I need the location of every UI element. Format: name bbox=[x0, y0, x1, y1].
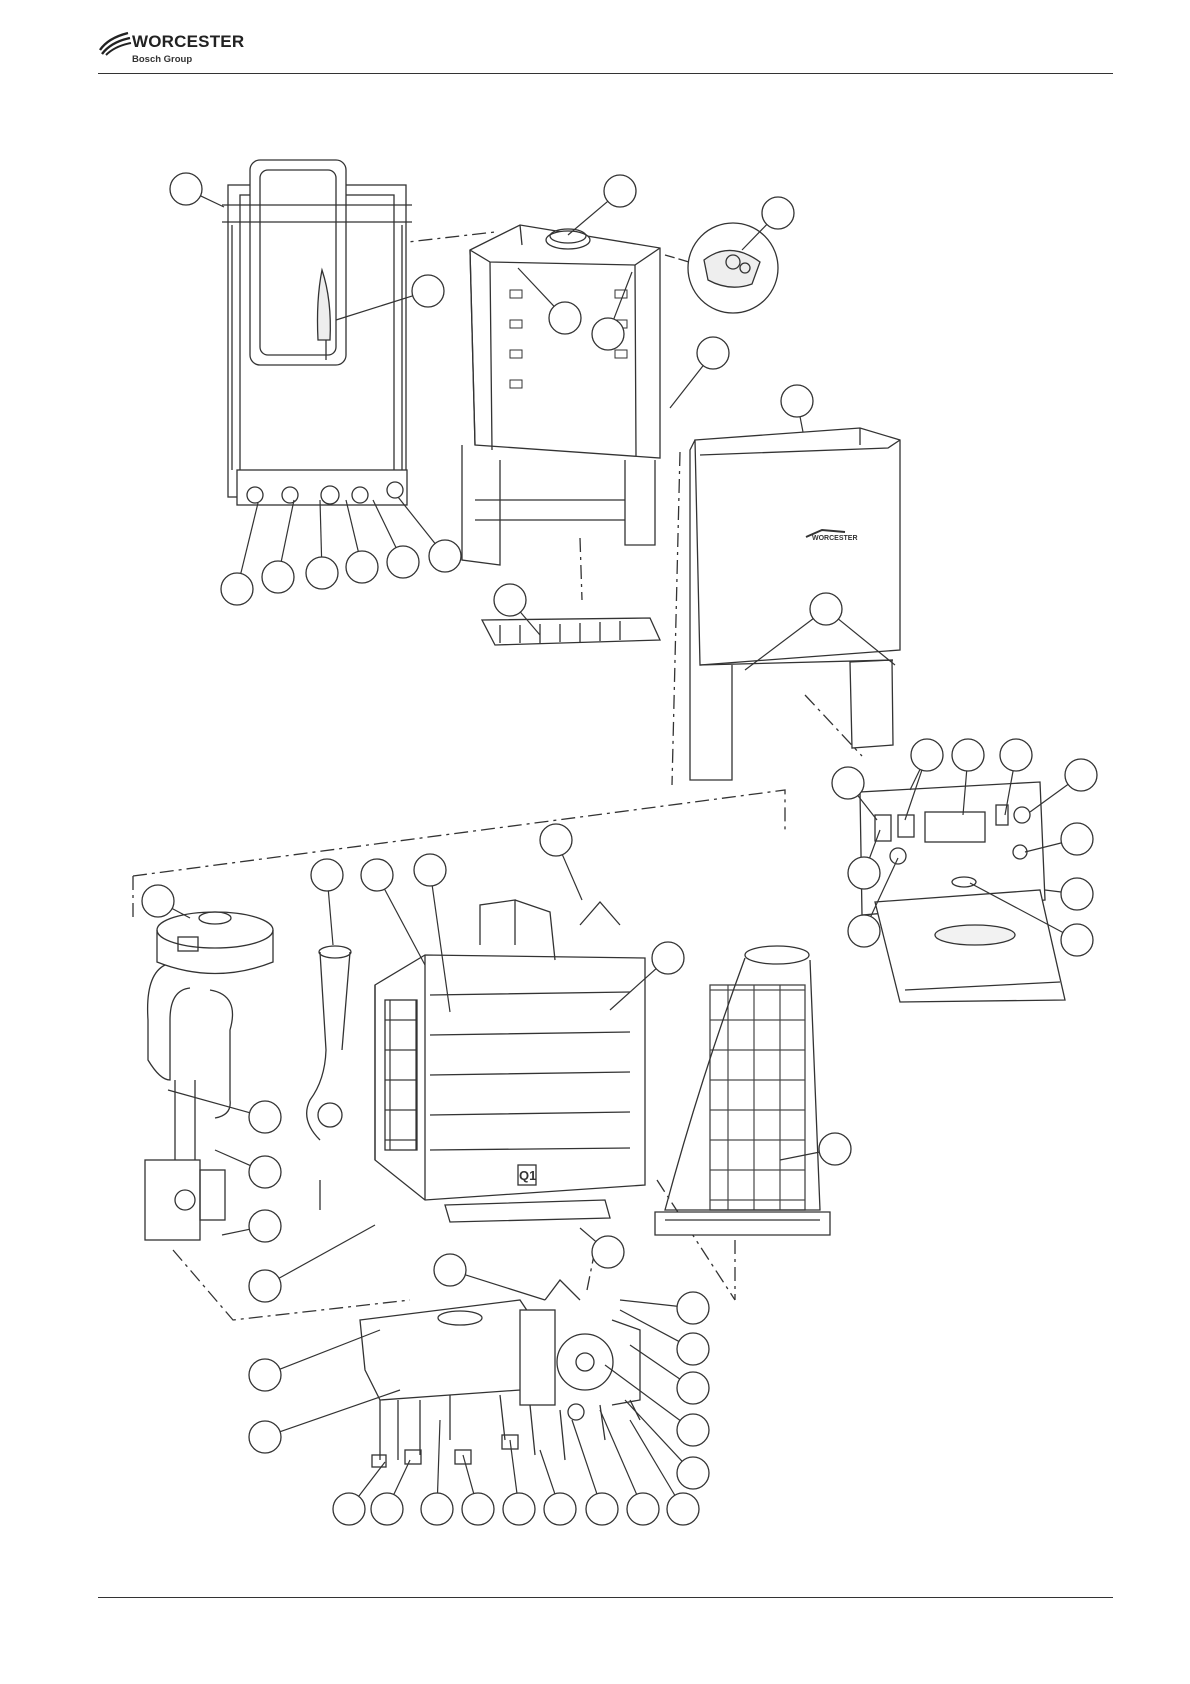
flue-pipe bbox=[307, 946, 351, 1210]
callout-circle bbox=[592, 1236, 624, 1268]
callout-leader-line bbox=[465, 1275, 545, 1300]
callout-leader-line bbox=[394, 1460, 410, 1495]
callout-circle bbox=[832, 767, 864, 799]
callout-circle bbox=[361, 859, 393, 891]
callout-circle bbox=[434, 1254, 466, 1286]
callout-circle bbox=[677, 1292, 709, 1324]
callout-circle bbox=[1061, 924, 1093, 956]
callout-leader-line bbox=[630, 1420, 675, 1495]
sealed-case-grille bbox=[655, 946, 830, 1235]
callout-leader-line bbox=[620, 1300, 677, 1306]
callout-circle bbox=[652, 942, 684, 974]
callout-circle bbox=[544, 1493, 576, 1525]
callout-circle bbox=[412, 275, 444, 307]
callout-leader-line bbox=[625, 1400, 682, 1461]
callout-circle bbox=[249, 1101, 281, 1133]
callout-leader-line bbox=[200, 196, 224, 207]
callout-circle bbox=[586, 1493, 618, 1525]
callout-circle bbox=[249, 1359, 281, 1391]
callout-leader-line bbox=[572, 1420, 597, 1494]
panel-brand-mark: WORCESTER bbox=[812, 535, 858, 542]
callout-leader-line bbox=[328, 891, 333, 945]
callout-circle bbox=[677, 1457, 709, 1489]
callout-leader-line bbox=[320, 500, 322, 557]
callout-leader-line bbox=[398, 497, 435, 543]
callout-circle bbox=[848, 857, 880, 889]
callout-leader-line bbox=[510, 1440, 517, 1493]
callout-leader-line bbox=[241, 503, 258, 573]
callout-circle bbox=[503, 1493, 535, 1525]
callout-leader-line bbox=[168, 1090, 250, 1113]
callout-circle bbox=[414, 854, 446, 886]
callout-circle bbox=[1061, 823, 1093, 855]
callout-leader-line bbox=[605, 1365, 680, 1420]
control-panel-unit bbox=[860, 782, 1065, 1002]
callout-circle bbox=[249, 1421, 281, 1453]
heat-exchanger-mark: Q1 bbox=[519, 1168, 536, 1183]
callout-circle bbox=[627, 1493, 659, 1525]
callout-circle bbox=[952, 739, 984, 771]
callout-leader-line bbox=[281, 500, 294, 561]
fan-assembly bbox=[145, 912, 273, 1240]
callout-circle bbox=[221, 573, 253, 605]
callout-circle bbox=[762, 197, 794, 229]
callout-circle bbox=[333, 1493, 365, 1525]
callout-circle bbox=[346, 551, 378, 583]
callout-circle bbox=[677, 1414, 709, 1446]
callout-circle bbox=[371, 1493, 403, 1525]
callout-circle bbox=[1065, 759, 1097, 791]
callout-leader-line bbox=[279, 1225, 375, 1278]
callout-circle bbox=[249, 1210, 281, 1242]
callout-leader-line bbox=[463, 1455, 474, 1494]
callout-leader-line bbox=[385, 889, 425, 965]
front-case-panel: WORCESTER bbox=[690, 428, 900, 780]
callout-leader-line bbox=[280, 1390, 400, 1432]
callout-leader-line bbox=[373, 500, 396, 548]
callout-circle bbox=[306, 557, 338, 589]
boiler-chassis bbox=[462, 225, 660, 645]
callout-circle bbox=[848, 915, 880, 947]
callout-circle bbox=[819, 1133, 851, 1165]
callout-circle bbox=[604, 175, 636, 207]
callout-circle bbox=[1061, 878, 1093, 910]
callout-circle bbox=[911, 739, 943, 771]
callout-circle bbox=[170, 173, 202, 205]
callout-circle bbox=[262, 561, 294, 593]
callout-circle bbox=[142, 885, 174, 917]
callout-leader-line bbox=[670, 366, 703, 408]
callout-circle bbox=[667, 1493, 699, 1525]
callout-circle bbox=[429, 540, 461, 572]
callout-circle bbox=[311, 859, 343, 891]
callout-circle bbox=[421, 1493, 453, 1525]
callout-circle bbox=[1000, 739, 1032, 771]
callout-circle bbox=[697, 337, 729, 369]
callout-circle bbox=[677, 1333, 709, 1365]
callout-leader-line bbox=[562, 855, 582, 900]
callout-leader-line bbox=[540, 1450, 555, 1494]
callout-leader-line bbox=[438, 1420, 440, 1493]
callout-circle bbox=[387, 546, 419, 578]
callout-leader-line bbox=[222, 1229, 249, 1235]
callout-leader-line bbox=[580, 1228, 596, 1242]
callout-circle bbox=[249, 1156, 281, 1188]
callout-circle bbox=[677, 1372, 709, 1404]
detail-view-bubble bbox=[665, 223, 778, 313]
callout-leader-line bbox=[568, 201, 608, 235]
callout-circle bbox=[494, 584, 526, 616]
hydraulic-block bbox=[360, 1280, 640, 1467]
callout-circle bbox=[249, 1270, 281, 1302]
callout-leader-line bbox=[800, 417, 803, 432]
callout-circle bbox=[810, 593, 842, 625]
callout-circle bbox=[549, 302, 581, 334]
callout-leader-line bbox=[630, 1345, 680, 1379]
callout-circle bbox=[592, 318, 624, 350]
callout-leader-line bbox=[1045, 890, 1061, 892]
mounting-frame bbox=[222, 160, 412, 505]
callout-leader-line bbox=[215, 1150, 250, 1166]
callout-leader-line bbox=[346, 500, 358, 551]
callout-circle bbox=[781, 385, 813, 417]
callout-circle bbox=[462, 1493, 494, 1525]
callout-circle bbox=[540, 824, 572, 856]
